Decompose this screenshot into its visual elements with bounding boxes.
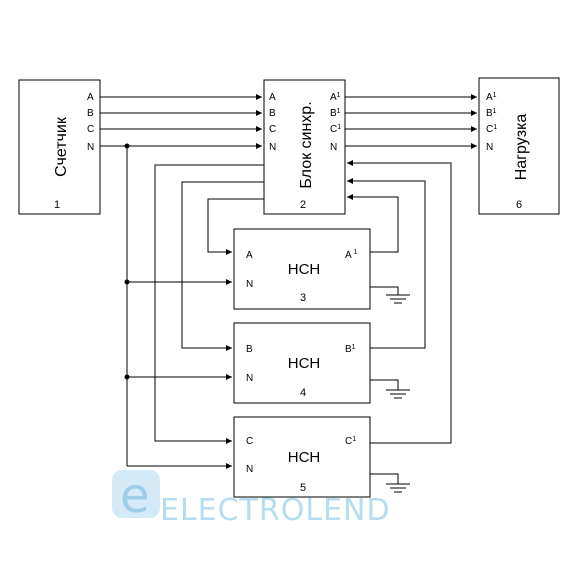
load-title: Нагрузка: [513, 114, 530, 181]
load-pin-n: N: [486, 142, 493, 153]
watermark-text: ELECTROLEND: [160, 493, 391, 528]
stabilizer-4-title: НСН: [288, 355, 321, 372]
sync-pin-n: N: [269, 142, 276, 153]
meter-number: 1: [54, 199, 60, 211]
stabilizer-5-pin-c: C: [246, 436, 253, 447]
stabilizer-5-title: НСН: [288, 449, 321, 466]
meter-pin-b: B: [87, 108, 94, 119]
ground-icon: [370, 380, 410, 398]
load-number: 6: [516, 199, 522, 211]
stabilizer-4-pin-n: N: [246, 373, 253, 384]
meter-pin-a: A: [87, 92, 94, 103]
stabilizer-5-pin-n: N: [246, 464, 253, 475]
wires-meter-to-sync: [100, 97, 262, 146]
stabilizer-3-pin-a: A: [246, 250, 253, 261]
meter-pin-c: C: [87, 124, 94, 135]
stabilizer-3-title: НСН: [288, 261, 321, 278]
watermark-letter: e: [120, 468, 150, 524]
stabilizer-4-number: 4: [300, 387, 306, 399]
stabilizer-3-number: 3: [300, 292, 306, 304]
wires-sync-to-load: [345, 97, 477, 146]
stabilizer-4-pin-b: B: [246, 344, 253, 355]
stabilizer-5-block: C N C1 НСН 5: [234, 417, 370, 497]
neutral-bus: [125, 144, 233, 467]
sync-out-pin-n: N: [330, 142, 337, 153]
meter-pin-n: N: [87, 142, 94, 153]
sync-number: 2: [300, 199, 306, 211]
junction-dot: [125, 144, 130, 149]
sync-pin-a: A: [269, 92, 276, 103]
sync-pin-b: B: [269, 108, 276, 119]
load-block: Нагрузка A1 B1 C1 N 6: [479, 78, 559, 214]
ground-icon: [370, 287, 410, 303]
meter-block: Счетчик A B C N 1: [19, 80, 100, 214]
ground-icon: [370, 474, 410, 492]
sync-pin-c: C: [269, 124, 276, 135]
sync-block: Блок синхр. A B C N A1 B1 C1 N 2: [264, 80, 345, 214]
stabilizer-3-pin-n: N: [246, 279, 253, 290]
meter-title: Счетчик: [53, 116, 70, 177]
sync-title: Блок синхр.: [298, 101, 315, 188]
stabilizer-4-block: B N B1 НСН 4: [234, 323, 370, 403]
